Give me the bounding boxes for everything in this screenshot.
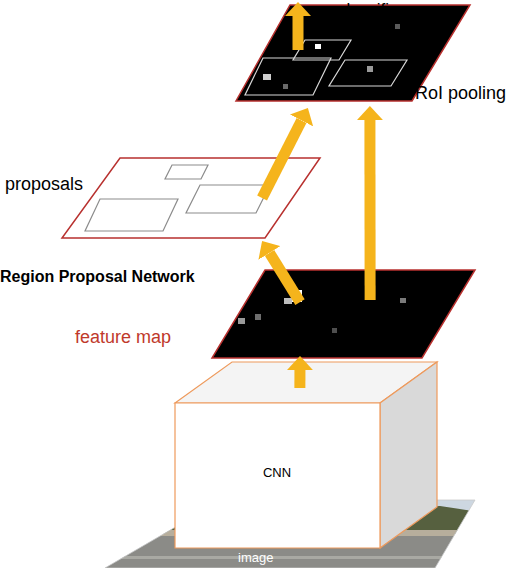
plane-label: proposals: [5, 174, 83, 195]
node-outline: [173, 360, 439, 550]
proposals-plane: proposals: [0, 155, 322, 241]
node-outline: [0, 155, 322, 241]
image-label: image: [238, 551, 273, 566]
plane-label: feature map: [75, 327, 171, 348]
network-label: Region Proposal Network: [0, 268, 195, 286]
block-label: CNN: [263, 466, 291, 481]
cnn-block: CNN: [173, 360, 439, 550]
output-label: classifier: [338, 0, 404, 20]
plane-label: RoI pooling: [415, 83, 506, 104]
